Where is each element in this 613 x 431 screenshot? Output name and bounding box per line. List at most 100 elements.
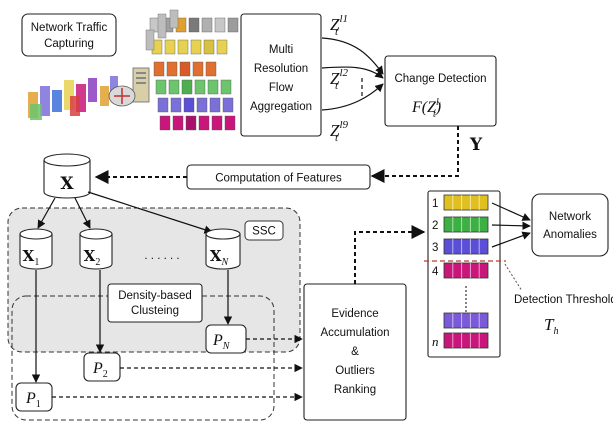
rank-index-4: 4: [432, 266, 439, 278]
arrow-z2-change: [321, 66, 384, 79]
detection-threshold-label: Detection Threshold: [514, 294, 613, 306]
p2-label: P2: [92, 360, 108, 380]
flow-bar: [211, 115, 223, 131]
ranking-row: [443, 238, 489, 255]
flow-bar: [203, 39, 215, 55]
flow-bar: [185, 115, 197, 131]
flow-bar: [70, 96, 80, 116]
evidence-label-line4: Outliers: [335, 365, 375, 377]
arrow-row1-anomalies: [491, 202, 531, 221]
flow-bar: [207, 79, 219, 95]
flow-bar: [216, 39, 228, 55]
flow-bar: [52, 90, 62, 112]
flow-bar: [64, 80, 74, 110]
flow-bar: [194, 79, 206, 95]
flow-bar: [76, 84, 86, 112]
evidence-label-line1: Evidence: [331, 308, 378, 320]
flow-bar: [214, 17, 226, 33]
arrow-evidence-ranking: [354, 225, 426, 284]
rank-index-2: 2: [432, 220, 438, 232]
aggregation-box: [240, 13, 322, 137]
traffic-capture-label-line2: Capturing: [44, 38, 94, 50]
flow-bar: [177, 39, 189, 55]
flow-bar: [192, 61, 204, 77]
server-icon: [132, 67, 150, 103]
arrow-row2-anomalies: [491, 221, 531, 230]
evidence-label-line2: Accumulation: [320, 327, 389, 339]
flow-bar: [88, 78, 97, 102]
router-icon: [108, 85, 136, 107]
flow-bar: [188, 17, 200, 33]
aggregation-label-line4: Aggregation: [250, 101, 312, 113]
flow-bar: [224, 115, 236, 131]
flow-bar: [222, 97, 234, 113]
flow-bar: [168, 79, 180, 95]
computation-label: Computation of Features: [215, 173, 342, 185]
anomalies-label-line2: Anomalies: [543, 229, 597, 241]
flow-bar: [155, 79, 167, 95]
aggregation-label-line2: Resolution: [254, 63, 308, 75]
arrow-z1-change: [321, 37, 384, 75]
xn-label: XN: [210, 247, 230, 268]
flow-bar: [30, 104, 42, 120]
x1-database-icon: [19, 228, 53, 270]
flow-bar: [179, 61, 191, 77]
arrow-x-x1: [37, 197, 56, 229]
aggregation-label-line3: Flow: [269, 82, 294, 94]
traffic-capture-box: [21, 13, 117, 57]
flow-bar: [169, 9, 179, 29]
flow-bar: [172, 115, 184, 131]
flow-bar: [170, 97, 182, 113]
ellipsis: . . . . . .: [144, 250, 179, 262]
change-detection-box: [384, 55, 497, 127]
traffic-capture-label-line1: Network Traffic: [31, 22, 108, 34]
arrow-change-to-features: [370, 126, 459, 183]
ranking-row: [443, 312, 489, 329]
p1-label: P1: [25, 390, 41, 410]
x-database-icon: [43, 153, 91, 199]
ranking-row: [443, 194, 489, 211]
y-label: Y: [469, 135, 483, 155]
flow-bar: [196, 97, 208, 113]
density-box: [107, 283, 203, 323]
arrow-row3-anomalies: [491, 231, 531, 248]
flow-bar: [201, 17, 213, 33]
pn-label: PN: [212, 332, 231, 352]
flow-bar: [198, 115, 210, 131]
flow-bar: [209, 97, 221, 113]
flow-bar: [153, 61, 165, 77]
p2-box: [83, 352, 121, 382]
traffic-flow-bars: [28, 9, 239, 131]
arrow-z9-change: [321, 83, 384, 111]
ranking-rows: [443, 194, 489, 349]
x-label: X: [60, 174, 74, 194]
density-label-line2: Clusteing: [131, 305, 179, 317]
ranking-row: [443, 262, 489, 279]
aggregation-label-line1: Multi: [269, 44, 293, 56]
x2-database-icon: [79, 228, 113, 270]
ranking-row: [443, 216, 489, 233]
rank-index-n: n: [432, 334, 439, 349]
arrow-threshold-label: [504, 263, 523, 292]
rank-index-1: 1: [432, 198, 438, 210]
rank-index-3: 3: [432, 242, 438, 254]
evidence-label-line3: &: [351, 346, 359, 358]
flow-bar: [164, 39, 176, 55]
flow-bar: [110, 76, 118, 92]
flow-bar: [183, 97, 195, 113]
flow-bar: [190, 39, 202, 55]
evidence-label-line5: Ranking: [334, 384, 376, 396]
flow-bar: [159, 115, 171, 131]
density-label-line1: Density-based: [118, 290, 192, 302]
x1-label: X1: [23, 247, 40, 268]
ssc-label: SSC: [252, 226, 276, 238]
arrow-x-x2: [74, 197, 91, 229]
ssc-label-box: [244, 220, 284, 241]
anomalies-label-line1: Network: [549, 211, 591, 223]
xn-database-icon: [205, 228, 241, 270]
flow-bar: [145, 29, 155, 51]
